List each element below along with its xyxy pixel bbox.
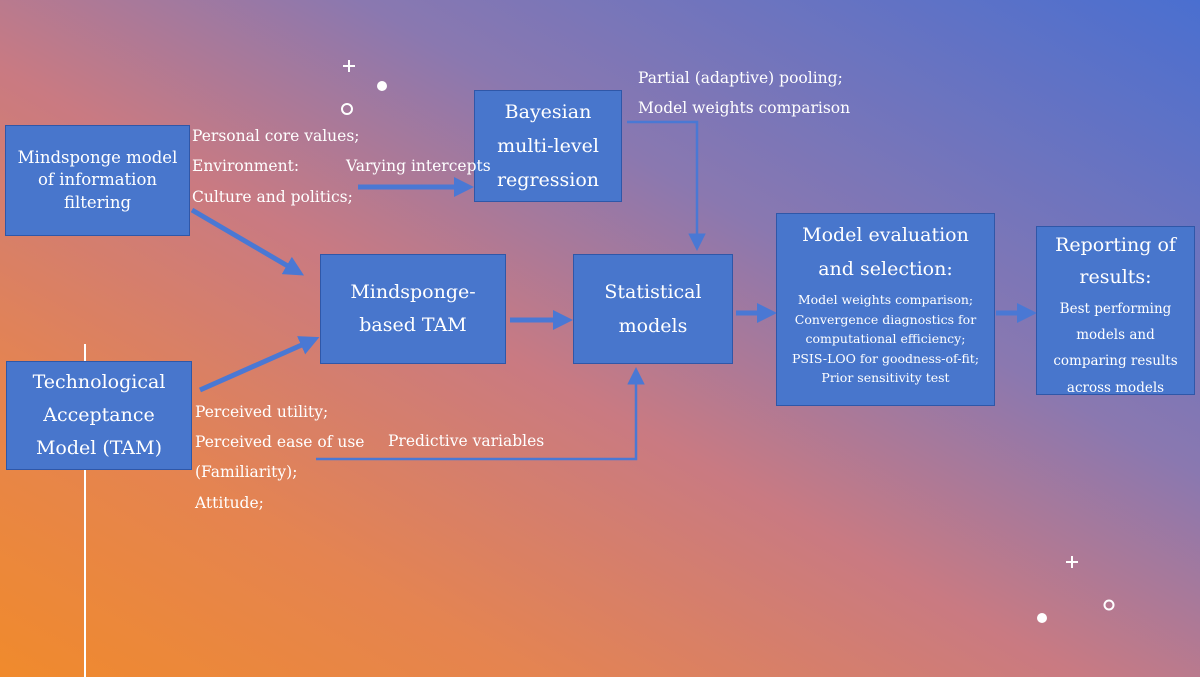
evaluation-box: Model evaluation and selection: Model we…: [776, 213, 995, 406]
arrow-predictive-to-statistical: [316, 367, 645, 461]
reporting-box: Reporting of results: Best performing mo…: [1036, 226, 1195, 396]
arrow-filter-to-mindsponge-tam: [190, 207, 305, 276]
label-culture-politics: Culture and politics;: [192, 188, 353, 206]
label-familiarity: (Familiarity);: [195, 463, 298, 481]
mindsponge-tam-box: Mindsponge-based TAM: [320, 254, 506, 364]
statistical-box: Statistical models: [573, 254, 733, 364]
label-model-weights-comparison: Model weights comparison: [638, 99, 851, 117]
arrow-tam-to-mindsponge-tam: [198, 336, 320, 393]
mindsponge-filter-box: Mindsponge model of information filterin…: [5, 125, 190, 236]
arrow-bayesian-to-statistical: [627, 120, 706, 251]
reporting-title: Reporting of results:: [1055, 234, 1176, 289]
evaluation-body: Model weights comparison; Convergence di…: [791, 292, 980, 385]
label-personal-core-values: Personal core values;: [192, 127, 360, 145]
evaluation-title: Model evaluation and selection:: [802, 224, 969, 281]
bayesian-box: Bayesian multi-level regression: [474, 90, 622, 202]
tam-box: Technological Acceptance Model (TAM): [6, 361, 192, 470]
tam-label: Technological Acceptance Model (TAM): [32, 370, 166, 460]
mindsponge-tam-label: Mindsponge-based TAM: [350, 280, 476, 336]
label-predictive-variables: Predictive variables: [388, 432, 545, 450]
label-varying-intercepts: Varying intercepts: [346, 157, 491, 175]
reporting-body: Best performing models and comparing res…: [1053, 300, 1178, 396]
bayesian-label: Bayesian multi-level regression: [496, 100, 600, 192]
statistical-label: Statistical models: [604, 280, 702, 337]
label-environment: Environment:: [192, 157, 300, 175]
decorative-vertical-line: [84, 344, 86, 677]
mindsponge-filter-label: Mindsponge model of information filterin…: [17, 148, 178, 212]
label-partial-pooling: Partial (adaptive) pooling;: [638, 69, 843, 87]
label-attitude: Attitude;: [195, 494, 264, 512]
label-perceived-utility: Perceived utility;: [195, 403, 329, 421]
label-perceived-ease: Perceived ease of use: [195, 433, 365, 451]
